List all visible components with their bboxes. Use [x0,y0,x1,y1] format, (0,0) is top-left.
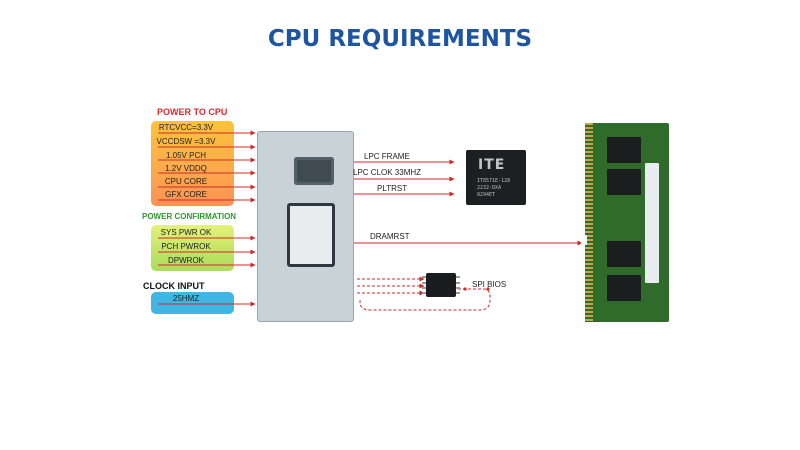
ram-chip-2 [607,169,641,195]
clock-input-label: CLOCK INPUT [143,281,205,291]
ite-marking-3: 8294ET [477,192,496,198]
confirm-item-sys-pwr-ok: SYS PWR OK [160,228,212,237]
ram-module [581,123,669,322]
signal-lpc-frame: LPC FRAME [364,152,410,161]
cpu-chip [257,131,354,322]
power-item-vccdsw: VCCDSW =3.3V [156,137,216,146]
power-confirmation-label: POWER CONFIRMATION [142,212,237,221]
clock-input-panel [151,292,234,314]
spi-bios-chip [422,273,460,297]
ite-marking-2: 2232-DXA [477,185,502,191]
confirm-item-pch-pwrok: PCH PWROK [161,242,211,251]
ite-ec-chip: ITE IT8571E-128 2232-DXA 8294ET [466,150,526,205]
ram-chip-1 [607,137,641,163]
spi-dot-2 [486,287,490,291]
signal-lpc-clok: LPC CLOK 33MHZ [353,168,422,177]
power-item-rtcvcc: RTCVCC=3.3V [158,123,214,132]
ite-logo: ITE [478,157,506,173]
cpu-die-small [294,157,334,185]
signal-dramrst: DRAMRST [370,232,410,241]
signal-pltrst: PLTRST [377,184,408,193]
confirm-item-dpwrok: DPWROK [168,256,204,265]
power-confirmation-panel [151,225,234,271]
signal-spi-bios: SPI BIOS [472,280,507,289]
power-to-cpu-panel [151,121,234,206]
power-item-1-05v-pch: 1.05V PCH [165,151,207,160]
cpu-die-large [287,203,335,267]
page-title: CPU REQUIREMENTS [267,26,533,52]
power-item-cpu-core: CPU CORE [164,177,208,186]
spi-chip-pins [422,276,460,294]
spi-dot-1 [463,287,467,291]
ram-label-strip [645,163,659,283]
ram-chip-3 [607,241,641,267]
power-item-gfx-core: GFX CORE [165,190,207,199]
power-item-1-2v-vddq: 1.2V VDDQ [165,164,207,173]
ram-notch [581,235,587,245]
ite-marking-1: IT8571E-128 [477,178,511,184]
clock-item-25hmz: 25HMZ [172,294,200,303]
power-to-cpu-label: POWER TO CPU [157,107,228,117]
ram-chip-4 [607,275,641,301]
ram-contacts [585,123,593,322]
